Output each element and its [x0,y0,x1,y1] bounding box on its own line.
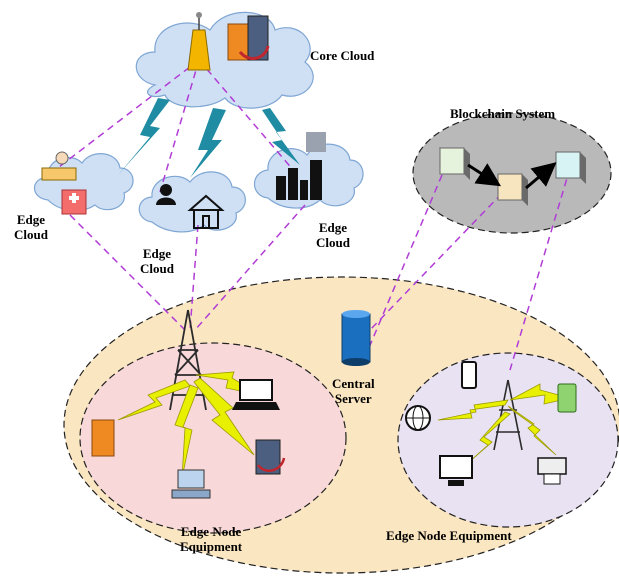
edge-region-right [397,352,619,528]
right-wireless-links [437,383,571,471]
block-1 [438,147,470,180]
person-icon [156,184,176,205]
right-server-icon [255,439,286,475]
label-edge-node-left: Edge Node Equipment [180,524,243,554]
desktop-icon [171,469,211,499]
edge-cloud-middle-shape [138,171,246,233]
server-icon [227,15,270,61]
label-core-cloud: Core Cloud [310,48,375,63]
house-icon [187,194,225,229]
phone-icon [461,361,477,389]
label-edge-cloud-middle: Edge Cloud [140,246,174,276]
edge-region-left [79,342,347,534]
monitor-icon [439,455,473,486]
label-blockchain-system: Blockchain System [450,106,556,121]
left-tower-icon [169,309,207,411]
block-3 [555,151,586,184]
cloud-bolts [118,98,300,178]
block-2 [497,173,528,206]
doctor-icon [41,151,77,181]
left-server-icon [91,419,115,457]
city-icon [276,132,326,200]
globe-icon [405,405,431,431]
label-central-server: Central Server [332,376,375,406]
hospital-icon [61,189,87,215]
central-server-icon [341,310,371,366]
dashed-links [54,59,571,371]
block-icon [438,147,586,206]
tablet-icon [557,383,577,413]
core-cloud-shape [135,11,314,109]
label-edge-cloud-left: Edge Cloud [14,212,48,242]
printer-icon [537,457,567,485]
laptop-icon [232,379,280,410]
edge-cloud-right-shape [253,143,364,209]
tower-icon [187,12,211,71]
blockchain-region [412,112,612,234]
label-edge-cloud-right: Edge Cloud [316,220,350,250]
label-edge-node-right: Edge Node Equipment [386,528,512,543]
